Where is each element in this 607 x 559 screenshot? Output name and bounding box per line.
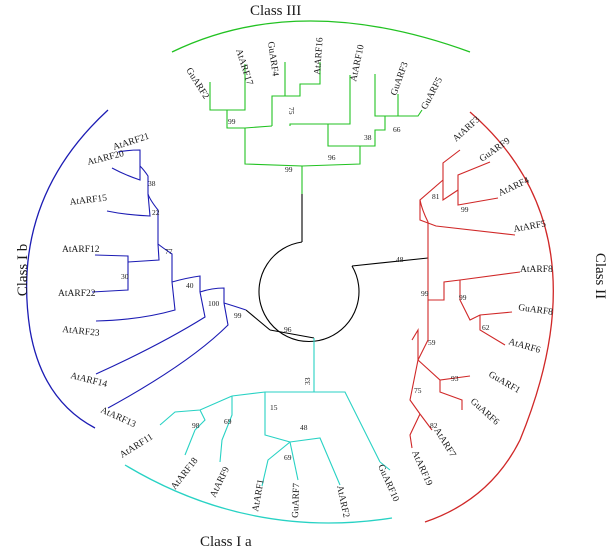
leaf-atarf20: AtARF20	[86, 149, 125, 168]
leaf-atarf12: AtARF12	[62, 245, 100, 255]
bootstrap-value: 15	[270, 403, 278, 412]
bootstrap-value: 33	[303, 377, 312, 385]
class-iii-label: Class III	[250, 3, 301, 19]
leaf-atarf1: AtARF1	[251, 478, 267, 512]
leaf-guarf6: GuARF6	[468, 397, 501, 428]
class-ia-label: Class I a	[200, 534, 252, 550]
class-ii-branches	[409, 149, 521, 449]
leaf-guarf9: GuARF9	[478, 136, 512, 164]
bootstrap-value: 99	[228, 117, 236, 126]
leaf-guarf4: GuARF4	[265, 41, 280, 77]
bootstrap-value: 66	[393, 125, 401, 134]
bootstrap-value: 62	[482, 323, 490, 332]
leaf-atarf11: AtARF11	[118, 432, 155, 460]
class-ib-branches	[91, 149, 247, 409]
leaf-guarf7: GuARF7	[291, 483, 302, 518]
bootstrap-value: 59	[428, 338, 436, 347]
bootstrap-value: 96	[284, 325, 292, 334]
leaf-atarf16: AtARF16	[313, 37, 326, 75]
leaf-guarf10: GuARF10	[375, 463, 400, 503]
leaf-atarf9: AtARF9	[209, 465, 232, 499]
leaf-atarf23: AtARF23	[62, 325, 101, 339]
leaf-atarf5: AtARF5	[513, 219, 547, 235]
leaf-atarf18: AtARF18	[169, 456, 200, 492]
leaf-atarf19: AtARF19	[409, 449, 433, 488]
leaf-atarf14: AtARF14	[69, 371, 108, 390]
leaf-atarf8: AtARF8	[520, 265, 553, 275]
bootstrap-value: 81	[432, 192, 440, 201]
leaf-atarf3: AtARF3	[451, 115, 482, 144]
leaf-atarf13: AtARF13	[99, 406, 138, 430]
class-ia-branches	[159, 338, 391, 487]
leaf-guarf3: GuARF3	[389, 61, 410, 97]
bootstrap-value: 99	[234, 311, 242, 320]
leaf-atarf15: AtARF15	[69, 193, 108, 208]
leaf-guarf2: GuARF2	[183, 66, 210, 101]
leaf-atarf4: AtARF4	[497, 176, 531, 199]
class-iii-branches	[209, 62, 423, 194]
leaf-atarf10: AtARF10	[349, 44, 367, 83]
bootstrap-value: 30	[121, 272, 129, 281]
bootstrap-value: 99	[421, 289, 429, 298]
leaf-atarf17: AtARF17	[233, 48, 254, 87]
leaf-atarf2: AtARF2	[334, 485, 351, 519]
bootstrap-value: 22	[152, 208, 160, 217]
bootstrap-value: 96	[328, 153, 336, 162]
bootstrap-value: 48	[396, 255, 404, 264]
backbone-branches	[245, 194, 429, 343]
leaf-atarf22: AtARF22	[58, 289, 96, 299]
leaf-atarf7: AtARF7	[431, 426, 457, 459]
bootstrap-value: 40	[186, 281, 194, 290]
bootstrap-value: 75	[287, 107, 296, 115]
class-arcs	[25, 20, 554, 524]
leaf-atarf6: AtARF6	[507, 337, 541, 356]
bootstrap-value: 38	[148, 179, 156, 188]
bootstrap-value: 100	[208, 299, 220, 308]
bootstrap-value: 48	[300, 423, 308, 432]
bootstrap-value: 93	[451, 374, 459, 383]
bootstrap-value: 77	[165, 247, 173, 256]
bootstrap-value: 99	[461, 205, 469, 214]
bootstrap-value: 69	[284, 453, 292, 462]
leaf-guarf5: GuARF5	[420, 76, 445, 112]
bootstrap-value: 75	[414, 386, 422, 395]
leaf-guarf1: GuARF1	[487, 370, 522, 396]
bootstrap-value: 99	[285, 165, 293, 174]
bootstrap-value: 38	[364, 133, 372, 142]
leaf-guarf8: GuARF8	[518, 303, 554, 318]
bootstrap-value: 69	[224, 417, 232, 426]
class-ii-label: Class II	[592, 253, 607, 299]
class-ib-label: Class I b	[15, 244, 31, 297]
bootstrap-value: 98	[192, 421, 200, 430]
bootstrap-value: 99	[459, 293, 467, 302]
bootstrap-value: 82	[430, 421, 438, 430]
